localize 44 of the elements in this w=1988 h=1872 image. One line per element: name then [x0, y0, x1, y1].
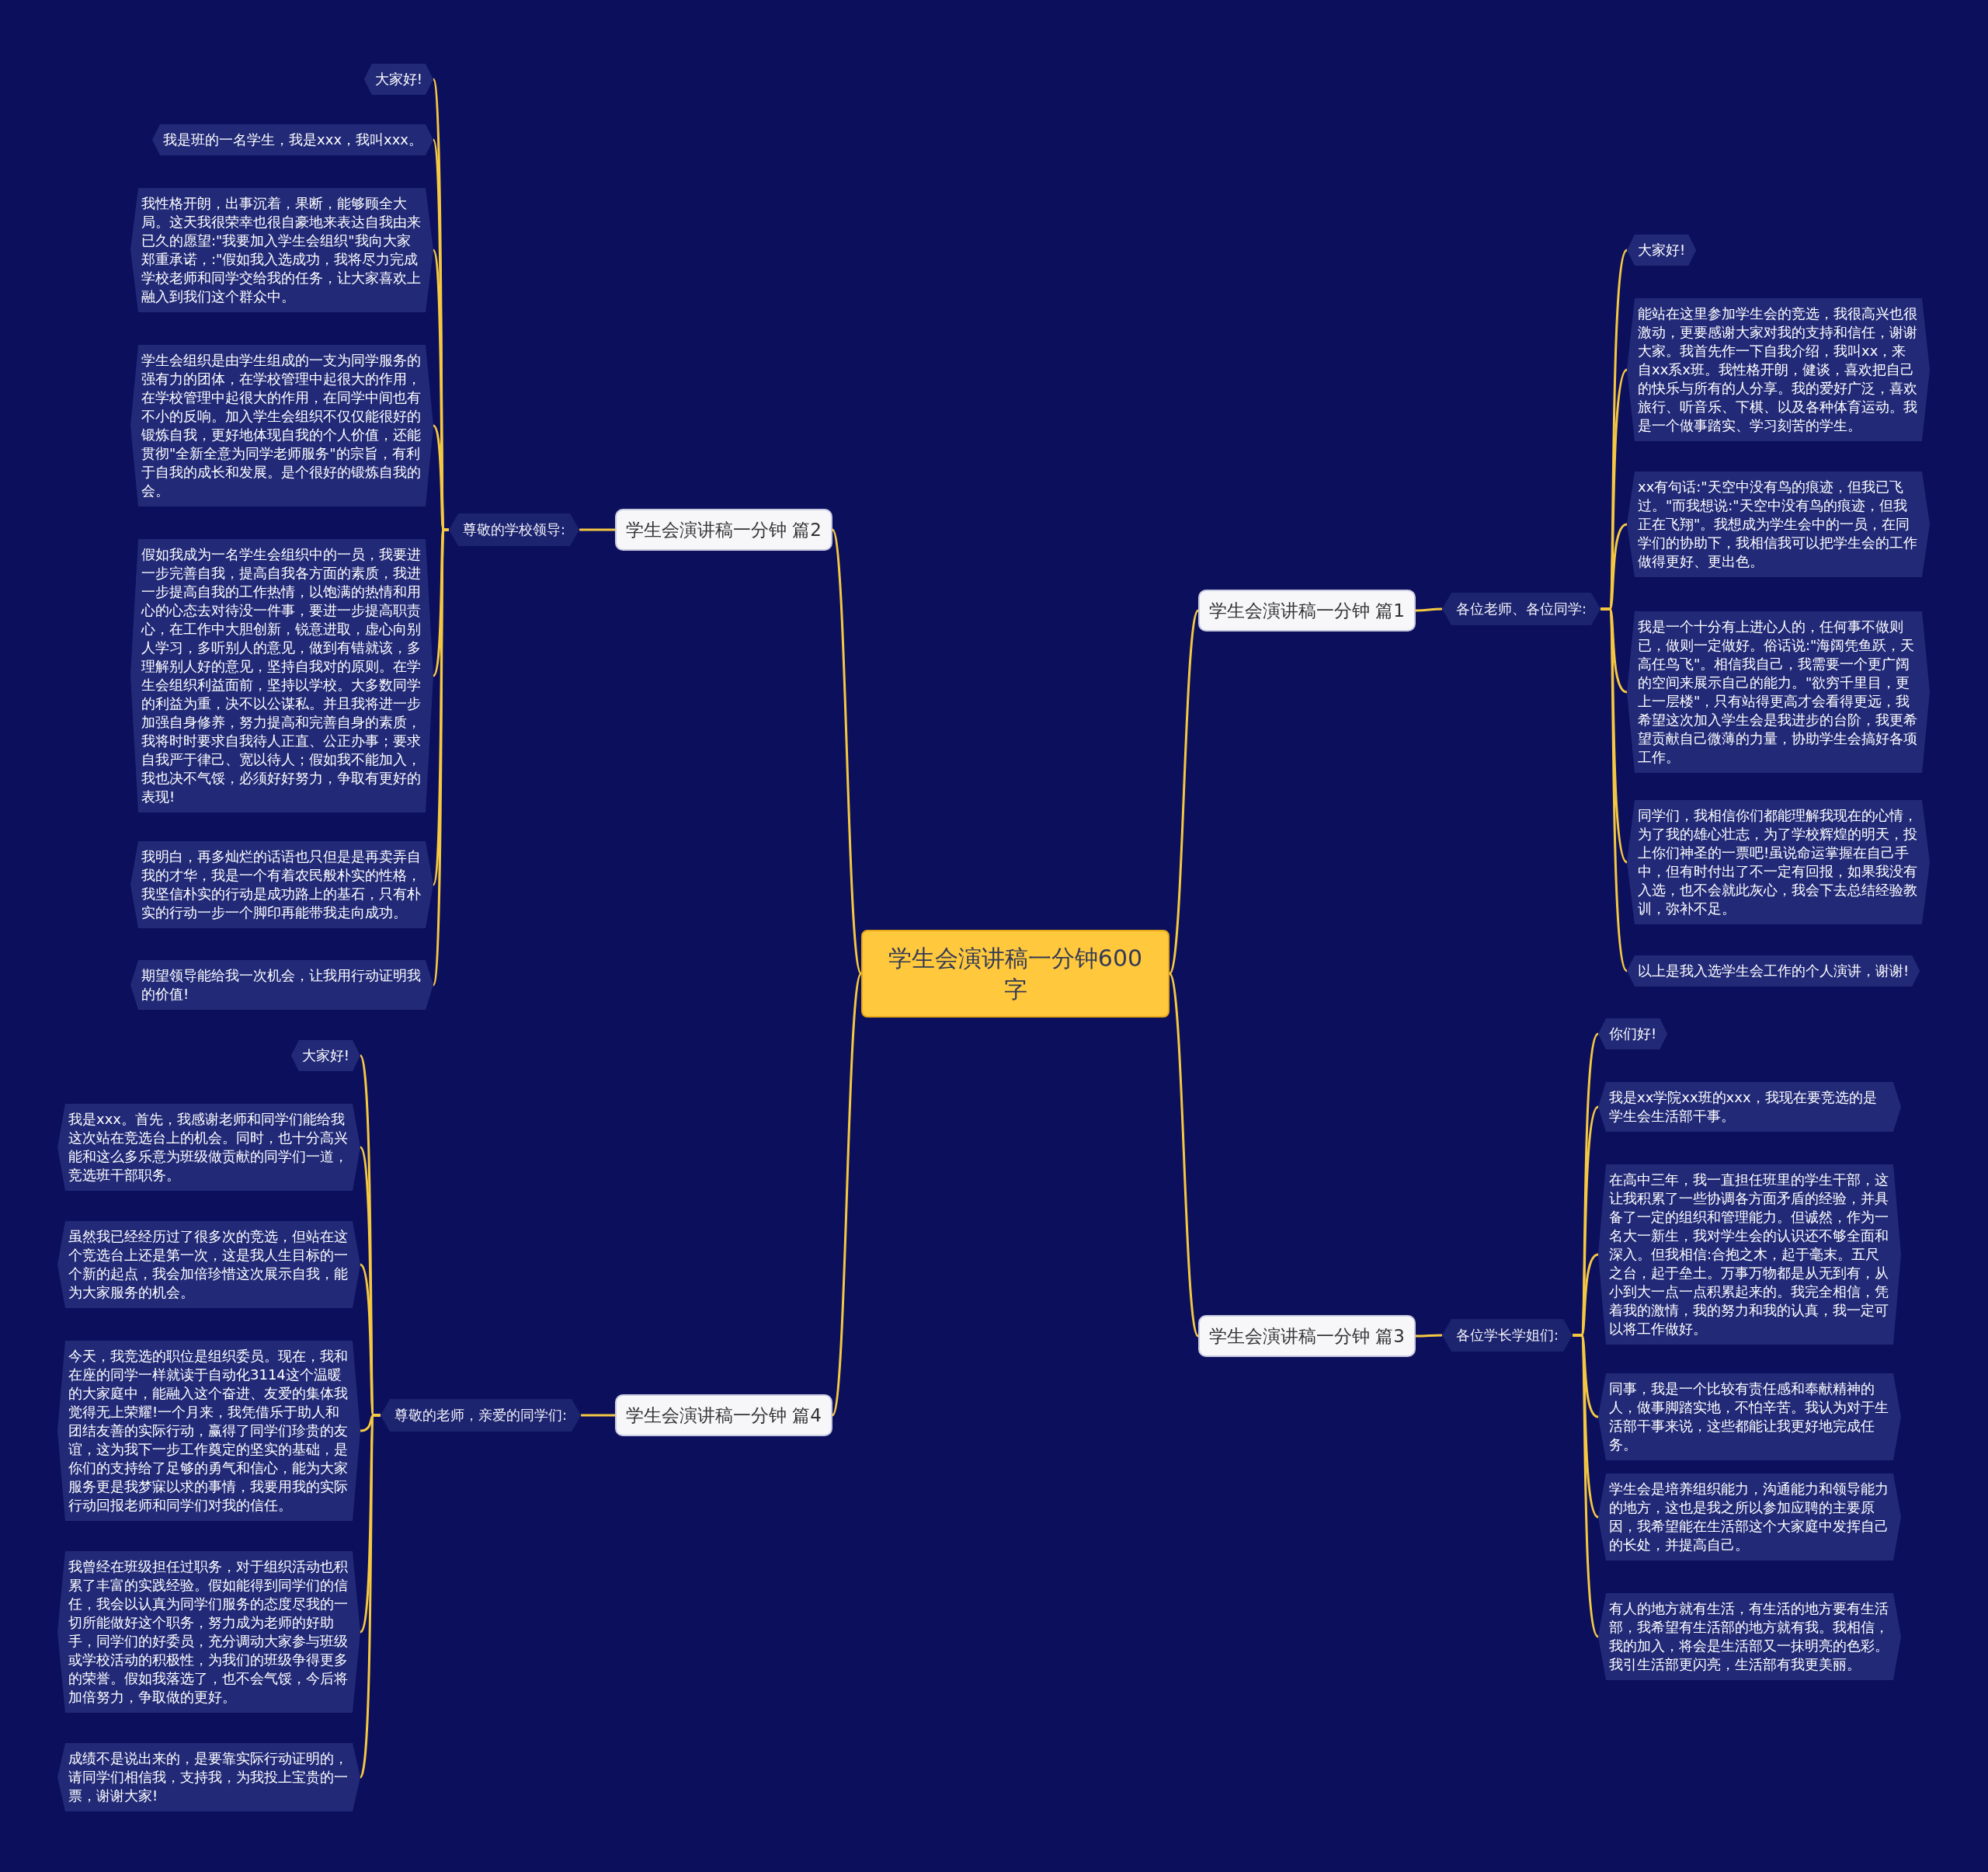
speech-text-bubble: 在高中三年，我一直担任班里的学生干部，这让我积累了一些协调各方面矛盾的经验，并具备了一定的组织和管理能力。但诚然，作为一名大一新生，我对学生会的认识还不够全面和深入。但我相信:合抱之木，起于毫末。五尺之台，起于垒土。万事万物都是从无到有，从小到大一点一点积累起来的。我完全相信，凭着我的激情，我的努力和我的认真，我一定可以将工作做好。	[1598, 1164, 1901, 1345]
connector-line	[831, 529, 863, 975]
speech-text-bubble: 同学们，我相信你们都能理解我现在的心情，为了我的雄心壮志，为了学校辉煌的明天，投上你们神圣的一票吧!虽说命运掌握在自己手中，但有时付出了不一定有回报，如果我没有入选，也不会就此灰心，我会下去总结经验教训，弥补不足。	[1627, 800, 1930, 924]
speech-text-bubble: 我曾经在班级担任过职务，对于组织活动也积累了丰富的实践经验。假如能得到同学们的信任，我会以认真为同学们服务的态度尽我的一切所能做好这个职务，努力成为老师的好助手，同学们的好委员，充分调动大家参与班级或学校活动的积极性，为我们的班级争得更多的荣誉。假如我落选了，也不会气馁，今后将加倍努力，争取做的更好。	[57, 1551, 360, 1713]
speech-text-bubble: 大家好!	[363, 64, 433, 95]
connector-line	[1600, 607, 1628, 972]
topic-box: 学生会演讲稿一分钟 篇3	[1198, 1315, 1416, 1357]
speech-text-bubble: 有人的地方就有生活，有生活的地方要有生活部，我希望有生活部的地方就有我。我相信，我的加入，将会是生活部又一抹明亮的色彩。我引生活部更闪亮，生活部有我更美丽。	[1598, 1593, 1901, 1680]
speech-text-bubble: 你们好!	[1598, 1018, 1668, 1049]
connector-line	[1168, 973, 1200, 1337]
speech-text-bubble: 我明白，再多灿烂的话语也只但是是再卖弄自我的才华，我是一个有着农民般朴实的性格，我坚信朴实的行动是成功路上的基石，只有朴实的行动一步一个脚印再能带我走向成功。	[130, 841, 433, 928]
connector-line	[1168, 610, 1200, 975]
speech-text-bubble: 今天，我竞选的职位是组织委员。现在，我和在座的同学一样就读于自动化3114这个温暖的大家庭中，能融入这个奋进、友爱的集体我觉得无上荣耀!一个月来，我凭借乐于助人和团结友善的实际行动，赢得了同学们珍贵的友谊，这为我下一步工作奠定的坚实的基础，是你们的支持给了足够的勇气和信心，能为大家服务更是我梦寐以求的事情，我要用我的实际行动回报老师和同学们对我的信任。	[57, 1341, 360, 1521]
connector-line	[831, 973, 863, 1416]
subtopic-label: 各位老师、各位同学:	[1442, 593, 1601, 625]
speech-text-bubble: 能站在这里参加学生会的竞选，我很高兴也很激动，更要感谢大家对我的支持和信任，谢谢大家。我首先作一下自我介绍，我叫xx，来自xx系x班。我性格开朗，健谈，喜欢把自己的快乐与所有的人分享。我的爱好广泛，喜欢旅行、听音乐、下棋、以及各种体育运动。我是一个做事踏实、学习刻苦的学生。	[1627, 298, 1930, 441]
speech-text-bubble: 我是班的一名学生，我是xxx，我叫xxx。	[152, 124, 433, 155]
topic-box: 学生会演讲稿一分钟 篇4	[615, 1394, 832, 1436]
speech-text-bubble: 成绩不是说出来的，是要靠实际行动证明的，请同学们相信我，支持我，为我投上宝贵的一票，谢谢大家!	[57, 1743, 360, 1811]
speech-text-bubble: 期望领导能给我一次机会，让我用行动证明我的价值!	[130, 960, 433, 1010]
speech-text-bubble: 大家好!	[1627, 235, 1697, 266]
subtopic-label: 尊敬的学校领导:	[449, 513, 580, 546]
speech-text-bubble: 学生会是培养组织能力，沟通能力和领导能力的地方，这也是我之所以参加应聘的主要原因，我希望能在生活部这个大家庭中发挥自己的长处，并提高自己。	[1598, 1474, 1901, 1561]
speech-text-bubble: 我是一个十分有上进心人的，任何事不做则已，做则一定做好。俗话说:"海阔凭鱼跃，天高任鸟飞"。相信我自己，我需要一个更广阔的空间来展示自己的能力。"欲穷千里目，更上一层楼"，只有站得更高才会看得更远，我希望这次加入学生会是我进步的台阶，我更希望贡献自己微薄的力量，协助学生会搞好各项工作。	[1627, 611, 1930, 773]
speech-text-bubble: 以上是我入选学生会工作的个人演讲，谢谢!	[1627, 955, 1920, 986]
speech-text-bubble: 学生会组织是由学生组成的一支为同学服务的强有力的团体，在学校管理中起很大的作用，在学校管理中起很大的作用，在同学中间也有不小的反响。加入学生会组织不仅仅能很好的锻炼自我，更好地体现自我的个人价值，还能贯彻"全新全意为同学老师服务"的宗旨，有利于自我的成长和发展。是个很好的锻炼自我的会。	[130, 345, 433, 506]
central-topic-box: 学生会演讲稿一分钟600字	[861, 930, 1170, 1018]
topic-box: 学生会演讲稿一分钟 篇1	[1198, 590, 1416, 632]
connector-line	[1415, 1334, 1442, 1338]
connector-line	[579, 528, 615, 531]
speech-text-bubble: 同事，我是一个比较有责任感和奉献精神的人，做事脚踏实地，不怕辛苦。我认为对于生活部干事来说，这些都能让我更好地完成任务。	[1598, 1373, 1901, 1460]
speech-text-bubble: 我是xxx。首先，我感谢老师和同学们能给我这次站在竞选台上的机会。同时，也十分高兴能和这么多乐意为班级做贡献的同学们一道，竞选班干部职务。	[57, 1104, 360, 1191]
speech-text-bubble: 我性格开朗，出事沉着，果断，能够顾全大局。这天我很荣幸也很自豪地来表达自我由来已久的愿望:"我要加入学生会组织"我向大家郑重承诺，:"假如我入选成功，我将尽力完成学校老师和同学交给我的任务，让大家喜欢上融入到我们这个群众中。	[130, 188, 433, 312]
connector-line	[1415, 607, 1442, 612]
connector-line	[581, 1414, 615, 1417]
subtopic-label: 尊敬的老师，亲爱的同学们:	[381, 1399, 582, 1432]
speech-text-bubble: 假如我成为一名学生会组织中的一员，我要进一步完善自我，提高自我各方面的素质，我进一步提高自我的工作热情，以饱满的热情和用心的心态去对待没一件事，要进一步提高职责心，在工作中大胆创新，锐意进取，虚心向别人学习，多听别人的意见，做到有错就该，多理解别人好的意见，坚持自我对的原则。在学生会组织利益面前，坚持以学校。大多数同学的利益为重，决不以公谋私。并且我将进一步加强自身修养，努力提高和完善自身的素质，我将时时要求自我待人正直、公正办事；要求自我严于律己、宽以待人；假如我不能加入，我也决不气馁，必须好好努力，争取有更好的表现!	[130, 539, 433, 812]
connector-line	[1573, 1334, 1600, 1637]
speech-text-bubble: 虽然我已经经历过了很多次的竞选，但站在这个竞选台上还是第一次，这是我人生目标的一个新的起点，我会加倍珍惜这次展示自我，能为大家服务的机会。	[57, 1221, 360, 1308]
speech-text-bubble: 我是xx学院xx班的xxx，我现在要竞选的是学生会生活部干事。	[1598, 1082, 1901, 1132]
speech-text-bubble: 大家好!	[290, 1040, 360, 1071]
subtopic-label: 各位学长学姐们:	[1442, 1319, 1573, 1352]
speech-text-bubble: xx有句话:"天空中没有鸟的痕迹，但我已飞过。"而我想说:"天空中没有鸟的痕迹，但我正在飞翔"。我想成为学生会中的一员，在同学们的协助下，我相信我可以把学生会的工作做得更好、更出色。	[1627, 471, 1930, 577]
topic-box: 学生会演讲稿一分钟 篇2	[615, 509, 832, 551]
